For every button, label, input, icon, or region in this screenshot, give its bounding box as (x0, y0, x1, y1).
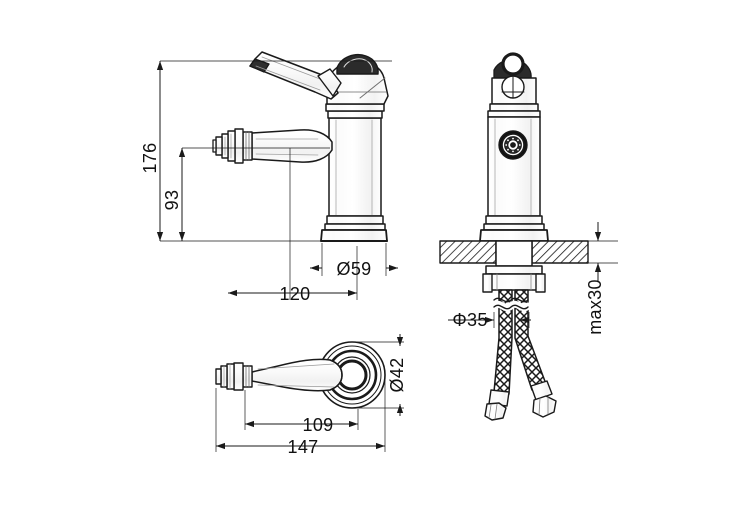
side-elevation-view (212, 51, 389, 242)
mixer-body-front (479, 116, 549, 242)
dim-label-height-176: 176 (140, 143, 160, 174)
dim-label-plan-147: 147 (288, 437, 319, 457)
flexible-hoses (484, 289, 557, 421)
dim-label-base-diameter: Ø59 (337, 259, 372, 279)
front-elevation-view (439, 52, 589, 421)
dim-label-counter-thickness: max30 (585, 279, 605, 335)
plan-view-dimensions (215, 334, 404, 452)
spout-arm (212, 128, 333, 164)
dim-label-depth-120: 120 (280, 284, 311, 304)
spout-arm-plan (215, 358, 343, 392)
base-rosette (318, 341, 386, 409)
dim-label-plan-109: 109 (303, 415, 334, 435)
lever-end-on (487, 52, 541, 118)
dim-label-plan-diameter: Ø42 (387, 358, 407, 393)
cartridge-housing (325, 53, 389, 119)
side-elevation-dimensions (156, 60, 398, 300)
dim-label-tail-diameter: Φ35 (452, 310, 487, 330)
installation-dimensions (448, 222, 618, 328)
mounting-shank (482, 240, 546, 293)
plan-view (215, 341, 386, 409)
mixer-body (320, 117, 388, 242)
lever-handle (249, 51, 342, 100)
aerator-screen (498, 130, 528, 160)
dim-label-height-93: 93 (162, 190, 182, 211)
lever-ring (501, 52, 525, 76)
